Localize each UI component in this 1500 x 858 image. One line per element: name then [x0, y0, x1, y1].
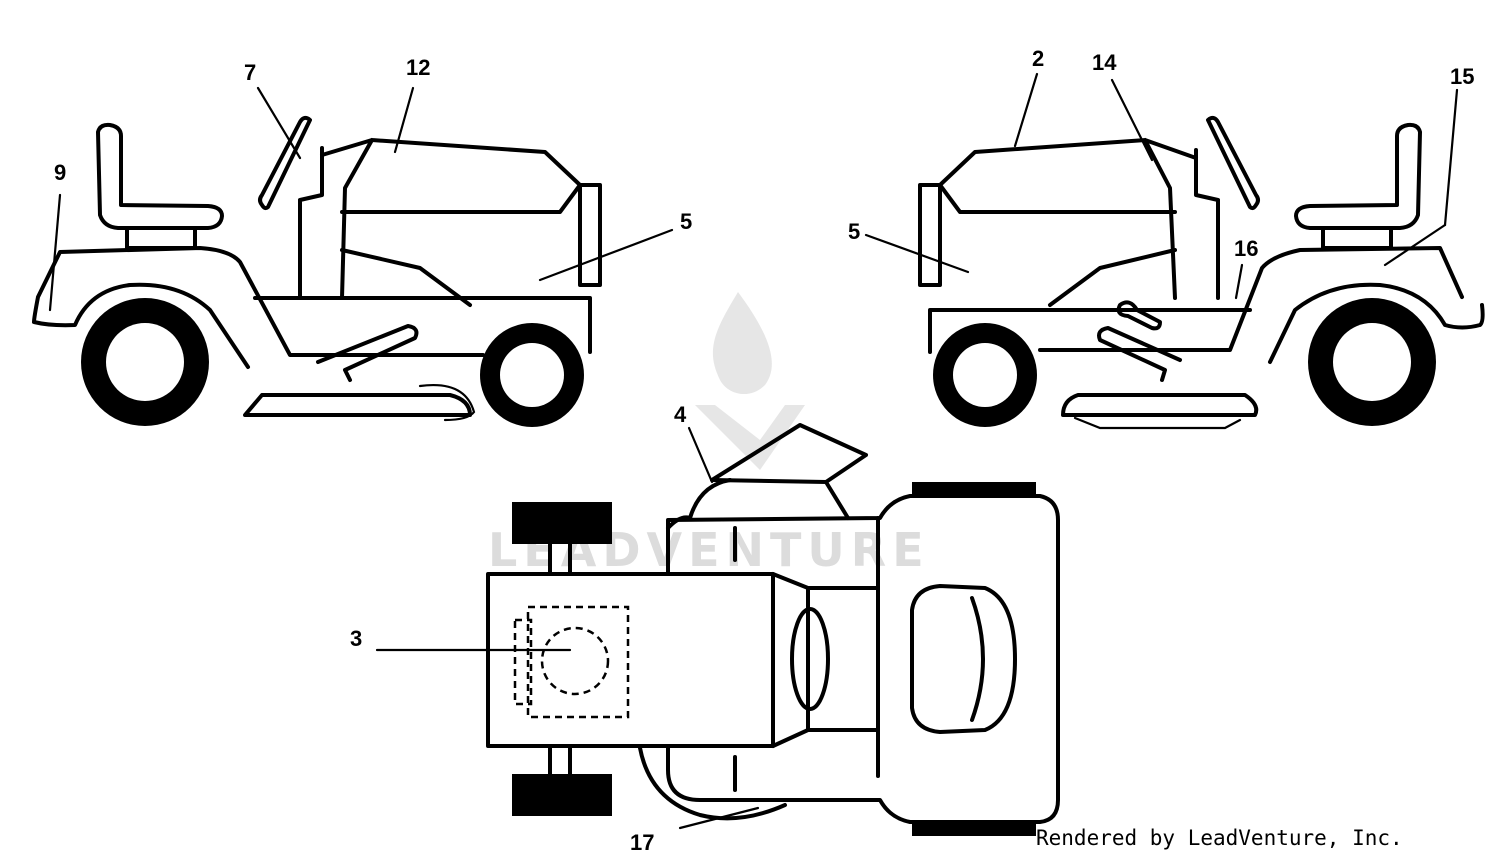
- seat-top: [910, 584, 1017, 734]
- foot-pedal: [316, 324, 419, 382]
- right-side-view: [918, 115, 1485, 430]
- callout-5-right: 5: [848, 219, 860, 244]
- foot-pedal: [1097, 326, 1182, 382]
- lift-lever: [1116, 300, 1162, 331]
- flame-logo-icon: [712, 292, 772, 395]
- callout-labels: 7 12 9 5 2 14 15 5 16 4 3 17: [54, 46, 1474, 855]
- steering-column: [1194, 148, 1220, 300]
- steering-wheel-top: [790, 607, 830, 711]
- deck-handle: [418, 384, 476, 422]
- callout-17: 17: [630, 830, 654, 855]
- seat-back-top: [970, 596, 985, 722]
- engine-dashed: [526, 605, 630, 719]
- mower-deck: [243, 393, 472, 417]
- rear-fender: [1038, 246, 1485, 364]
- v-logo-icon: [695, 405, 805, 470]
- steering-wheel: [258, 115, 312, 211]
- callout-2: 2: [1032, 46, 1044, 71]
- tractor-body: [666, 494, 1060, 824]
- discharge-chute: [710, 423, 868, 520]
- hood: [938, 138, 1198, 307]
- top-view: [486, 423, 1060, 836]
- dash-panel: [806, 586, 880, 732]
- seat-post: [125, 227, 197, 250]
- front-tire-top: [512, 502, 612, 544]
- steering-wheel: [1206, 115, 1260, 211]
- seat-post: [1321, 227, 1393, 250]
- rear-tire-bottom: [912, 820, 1036, 836]
- callout-15: 15: [1450, 64, 1474, 89]
- deck-skirt: [1073, 416, 1242, 430]
- callout-3: 3: [350, 626, 362, 651]
- callout-12: 12: [406, 55, 430, 80]
- front-tire-bottom: [512, 774, 612, 816]
- callout-9: 9: [54, 160, 66, 185]
- callout-4: 4: [674, 402, 687, 427]
- chassis: [928, 308, 1252, 354]
- hood: [320, 138, 582, 307]
- seat: [1294, 122, 1422, 230]
- callout-16: 16: [1234, 236, 1258, 261]
- callout-7: 7: [244, 60, 256, 85]
- render-credit: Rendered by LeadVenture, Inc.: [1036, 826, 1403, 850]
- left-side-view: [32, 115, 602, 427]
- rear-fender: [32, 246, 485, 369]
- callout-14: 14: [1092, 50, 1117, 75]
- leader-lines: [48, 72, 1459, 830]
- rear-tire-top: [912, 482, 1036, 498]
- hood-top: [486, 572, 775, 748]
- grille: [918, 183, 942, 287]
- hood-neck: [771, 572, 810, 748]
- grille: [578, 183, 602, 287]
- mower-deck: [1061, 393, 1259, 417]
- chassis: [253, 296, 592, 357]
- callout-5-left: 5: [680, 209, 692, 234]
- seat: [96, 122, 224, 230]
- steering-column: [298, 146, 324, 300]
